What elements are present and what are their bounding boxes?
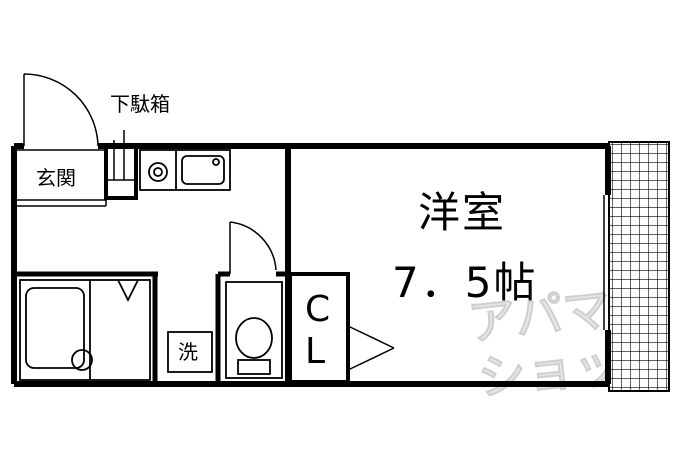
room-size: 7．5帖 (392, 258, 538, 307)
washer-box (167, 331, 213, 373)
washer-label: 洗 (178, 340, 198, 364)
toilet (225, 281, 283, 379)
closet-label-c: C (305, 289, 331, 330)
genkan-label: 玄関 (36, 166, 76, 190)
closet-label-l: L (305, 331, 326, 372)
shoe-box-label: 下駄箱 (110, 92, 170, 116)
closet (288, 272, 395, 384)
shoe-box (104, 130, 138, 200)
entrance-door (23, 73, 99, 147)
room-label: 洋室 (418, 188, 507, 237)
toilet-door (229, 221, 277, 274)
kitchen-counter (139, 149, 231, 191)
balcony (608, 141, 670, 392)
bath-walls (14, 271, 288, 384)
bathtub (19, 279, 151, 381)
